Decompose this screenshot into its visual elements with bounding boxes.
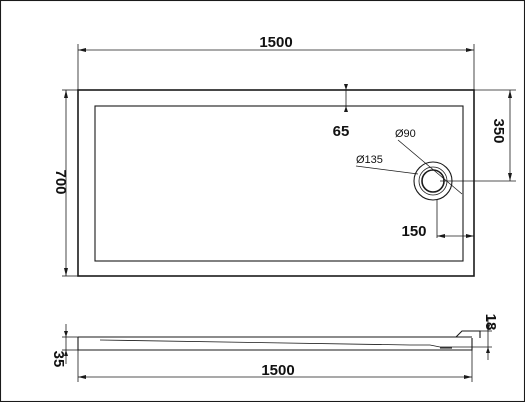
lip-dimension: 18 <box>472 314 499 360</box>
width-dimension: 700 <box>52 89 78 277</box>
height-label: 35 <box>50 351 67 368</box>
length-dimension-top: 1500 <box>77 34 475 90</box>
length-dimension-bottom: 1500 <box>77 350 473 382</box>
rim-label: 65 <box>333 123 350 140</box>
tray-profile-outline <box>77 337 473 351</box>
waste-outer-circle <box>413 161 453 201</box>
waste-edge-label: 150 <box>401 223 426 240</box>
lip-label: 18 <box>482 314 499 331</box>
waste-outlet: Ø90 Ø135 <box>355 128 463 238</box>
waste-outer-leader <box>355 165 419 175</box>
width-label: 700 <box>52 169 69 194</box>
rim-dimension: 65 <box>333 84 350 140</box>
top-view: 1500 700 350 65 <box>52 34 516 277</box>
tray-basin <box>94 105 464 262</box>
side-length-label: 1500 <box>261 362 294 379</box>
height-dimension: 35 <box>50 324 78 367</box>
waste-offset-label: 350 <box>490 118 507 143</box>
length-label: 1500 <box>259 34 292 51</box>
waste-outer-label: Ø135 <box>356 154 383 166</box>
waste-edge-dimension: 150 <box>401 220 475 240</box>
tray-lip <box>455 330 481 338</box>
waste-inner-leader <box>397 139 463 195</box>
side-view: 35 18 1500 <box>50 314 499 382</box>
tray-outline <box>77 89 475 277</box>
waste-offset-dimension: 350 <box>440 89 516 182</box>
waste-inner-label: Ø90 <box>395 128 416 140</box>
